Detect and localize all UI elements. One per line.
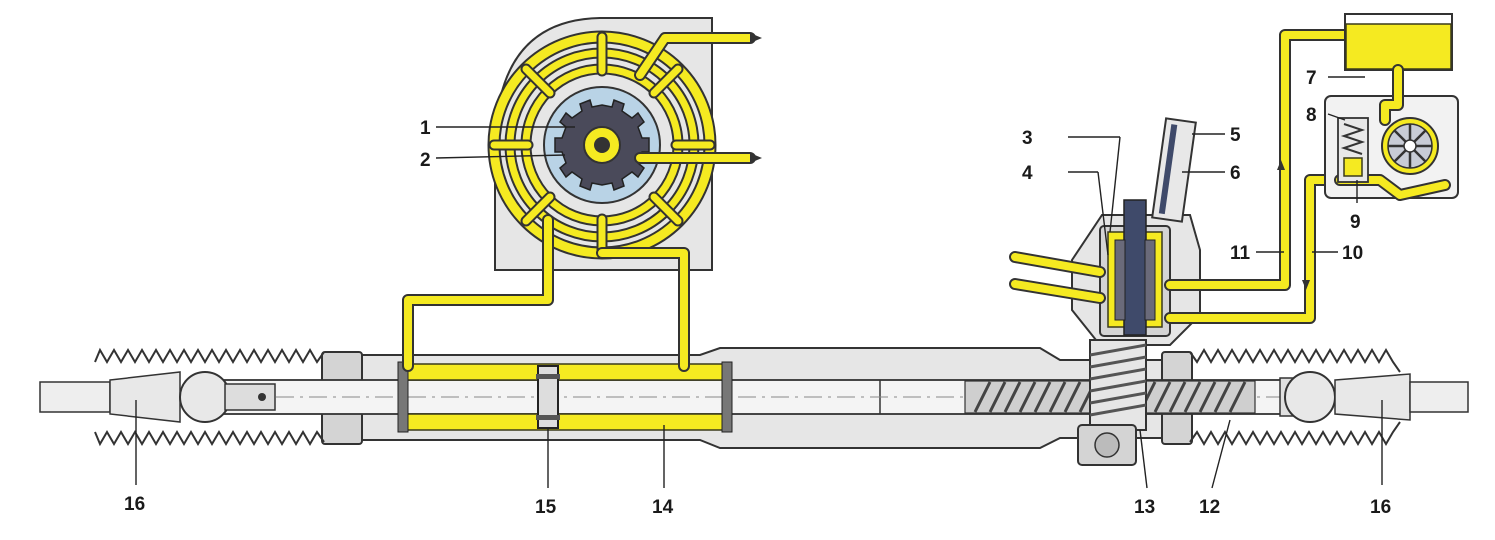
vane-pump — [1381, 117, 1439, 175]
label-3: 3 — [1022, 128, 1033, 149]
pump-rotor — [554, 98, 650, 192]
pump-spokes — [488, 31, 716, 259]
valve-pipes-left — [1009, 251, 1106, 304]
label-10: 10 — [1342, 243, 1363, 264]
label-6: 6 — [1230, 163, 1241, 184]
leader-lines — [135, 76, 1383, 489]
label-5: 5 — [1230, 125, 1241, 146]
reservoir — [1344, 13, 1453, 71]
cylinder-feed-pipes — [402, 214, 690, 372]
label-14: 14 — [652, 497, 674, 518]
label-8: 8 — [1306, 105, 1317, 126]
right-bellows — [1189, 348, 1401, 446]
label-1: 1 — [420, 118, 431, 139]
label-15: 15 — [535, 497, 557, 518]
label-7: 7 — [1306, 68, 1317, 89]
label-12: 12 — [1199, 497, 1220, 518]
callout-labels: 1 2 3 4 5 6 7 8 9 10 11 12 13 14 15 16 1… — [124, 68, 1391, 518]
piston — [536, 365, 560, 429]
right-tie-rod — [1279, 371, 1469, 423]
label-11: 11 — [1230, 243, 1251, 264]
power-cylinder — [397, 361, 733, 433]
valve-sleeve — [1107, 199, 1163, 336]
left-bellows — [94, 347, 325, 447]
input-shaft — [1151, 117, 1197, 223]
label-16-right: 16 — [1370, 497, 1391, 518]
pressure-relief-valve — [1337, 117, 1369, 183]
label-4: 4 — [1022, 163, 1033, 184]
left-tie-rod — [39, 371, 276, 423]
label-13: 13 — [1134, 497, 1155, 518]
label-16-left: 16 — [124, 494, 145, 515]
label-2: 2 — [420, 150, 431, 171]
label-9: 9 — [1350, 212, 1361, 233]
pinion — [1077, 339, 1147, 466]
pump-ports — [634, 32, 762, 164]
